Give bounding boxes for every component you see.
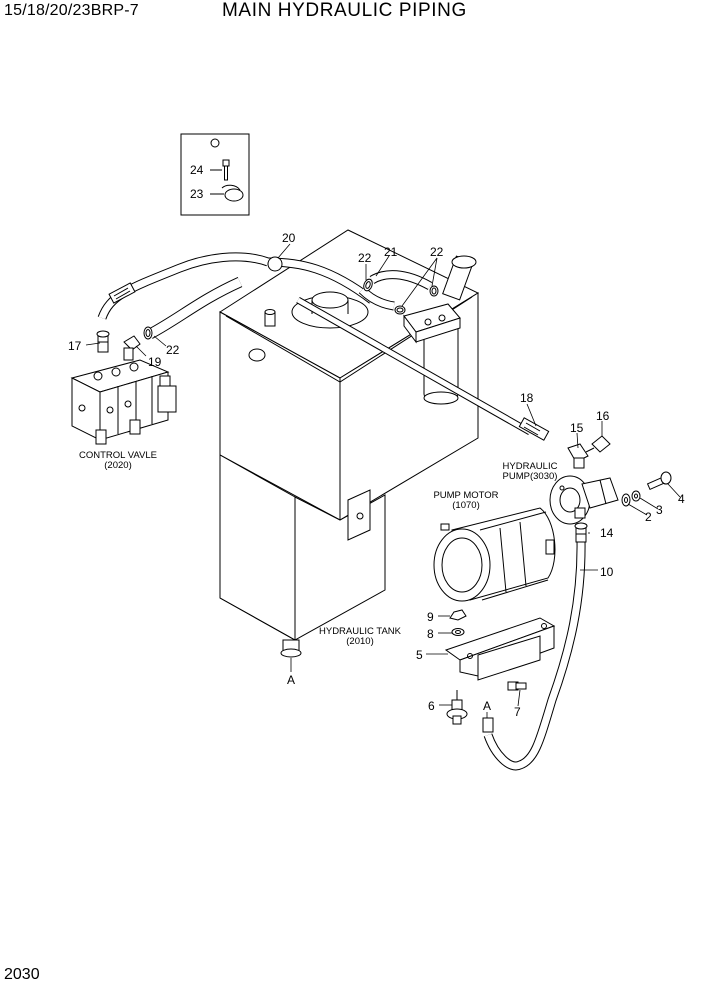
control-valve xyxy=(70,330,177,445)
hydraulic-tank-code: (2010) xyxy=(346,636,373,647)
hose-20 xyxy=(97,252,375,320)
part-2: 2 xyxy=(645,510,652,524)
part-18: 18 xyxy=(520,391,534,405)
control-valve-label: CONTROL VAVLE xyxy=(79,450,157,461)
part-15: 15 xyxy=(570,421,584,435)
pump-motor-code: (1070) xyxy=(452,500,479,511)
part-22-valve: 22 xyxy=(166,343,180,357)
hydraulic-pump-code: PUMP(3030) xyxy=(503,471,558,482)
motor-bracket-5 xyxy=(444,609,556,725)
page-number: 2030 xyxy=(4,966,40,983)
part-22-top: 22 xyxy=(358,251,372,265)
hydraulic-pump xyxy=(549,475,619,525)
part-6: 6 xyxy=(428,699,435,713)
page-title: MAIN HYDRAULIC PIPING xyxy=(222,0,467,21)
hydraulic-tank-label: HYDRAULIC TANK xyxy=(319,626,402,637)
part-23: 23 xyxy=(190,187,204,201)
hydraulic-pump-label: HYDRAULIC xyxy=(503,461,558,472)
part-16: 16 xyxy=(596,409,610,423)
pipe-18 xyxy=(296,296,550,441)
pressure-hose-10 xyxy=(482,522,588,771)
part-9: 9 xyxy=(427,610,434,624)
part-21: 21 xyxy=(384,245,398,259)
part-4: 4 xyxy=(678,492,685,506)
part-3: 3 xyxy=(656,503,663,517)
part-10: 10 xyxy=(600,565,614,579)
ref-a-tank: A xyxy=(287,673,295,687)
hose-21 xyxy=(358,270,433,311)
part-22-filter: 22 xyxy=(430,245,444,259)
o-rings-22 xyxy=(143,278,439,340)
control-valve-code: (2020) xyxy=(104,460,131,471)
suction-hose xyxy=(147,276,243,339)
pump-motor-label: PUMP MOTOR xyxy=(433,490,498,501)
component-labels: CONTROL VAVLE (2020) PUMP MOTOR (1070) H… xyxy=(79,450,558,713)
parts-inset-box xyxy=(180,133,250,216)
part-20: 20 xyxy=(282,231,296,245)
pump-motor xyxy=(433,507,556,602)
part-24: 24 xyxy=(190,163,204,177)
pump-mount-hardware xyxy=(621,471,672,507)
part-19: 19 xyxy=(148,355,162,369)
hydraulic-tank xyxy=(219,229,480,658)
pump-fittings xyxy=(567,435,611,469)
leader-lines xyxy=(85,243,681,718)
model-number: 15/18/20/23BRP-7 xyxy=(4,2,139,19)
part-number-labels: 20 22 21 22 17 19 22 24 23 18 15 16 4 3 … xyxy=(68,163,685,719)
ref-a-hose: A xyxy=(483,699,491,713)
part-14: 14 xyxy=(600,526,614,540)
part-17: 17 xyxy=(68,339,82,353)
part-8: 8 xyxy=(427,627,434,641)
part-7: 7 xyxy=(514,705,521,719)
part-5: 5 xyxy=(416,648,423,662)
